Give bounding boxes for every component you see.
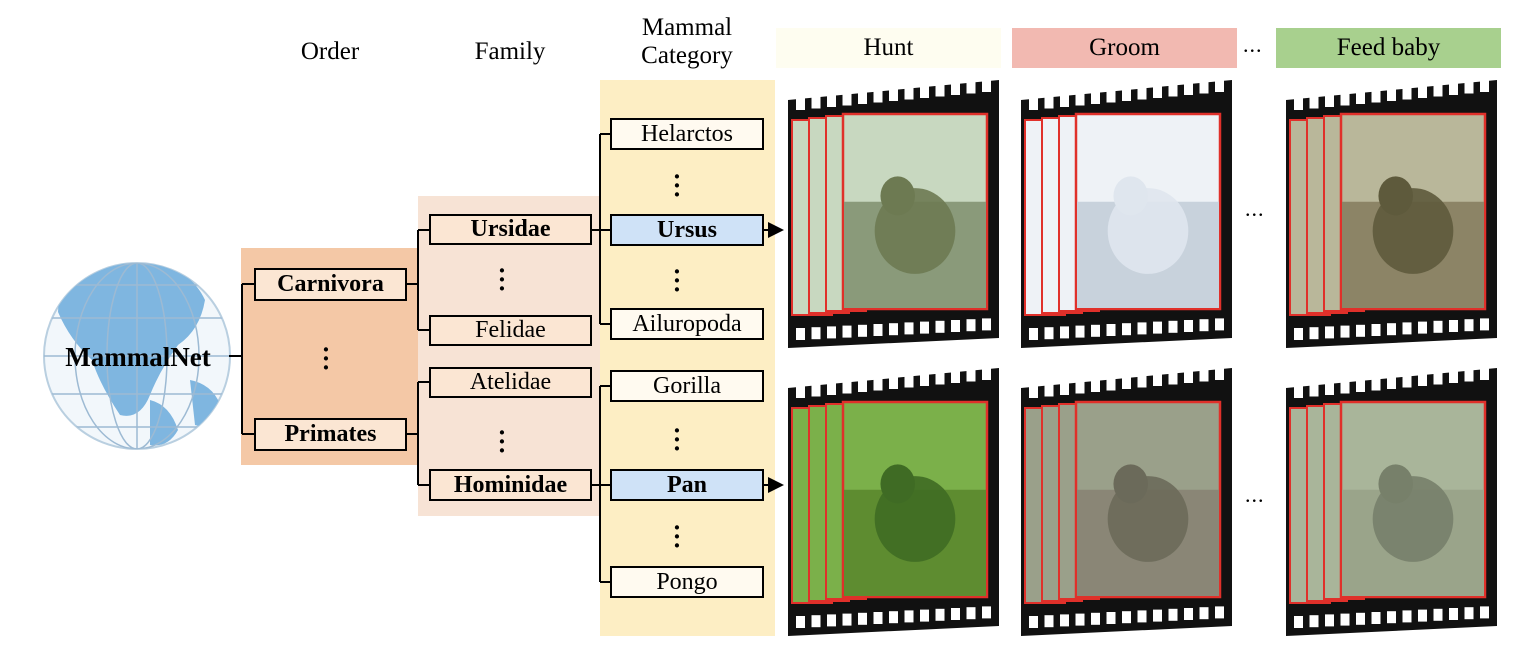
video-ellipsis-bottom: ... xyxy=(1245,482,1265,507)
behavior-ellipsis: ... xyxy=(1243,32,1263,57)
header-family: Family xyxy=(474,38,546,65)
order-primates: Primates xyxy=(254,418,407,451)
film-strip-icon xyxy=(1021,368,1232,636)
root-label: MammalNet xyxy=(65,342,211,372)
video-ellipsis-top: ... xyxy=(1245,196,1265,221)
behavior-header-hunt: Hunt xyxy=(776,28,1001,68)
category-pongo: Pongo xyxy=(610,566,764,598)
category-vertical-ellipsis-2: ··· xyxy=(672,257,682,304)
behavior-header-groom: Groom xyxy=(1012,28,1237,68)
family-vertical-ellipsis-1: ··· xyxy=(497,256,507,303)
category-ursus: Ursus xyxy=(610,214,764,246)
film-strip-icon xyxy=(1286,80,1497,348)
family-hominidae: Hominidae xyxy=(429,469,592,501)
category-gorilla: Gorilla xyxy=(610,370,764,402)
family-felidae: Felidae xyxy=(429,315,592,346)
category-vertical-ellipsis-3: ··· xyxy=(672,416,682,463)
film-strip-icon xyxy=(1021,80,1232,348)
category-pan: Pan xyxy=(610,469,764,501)
header-mammal-category: Mammal Category xyxy=(641,14,733,69)
behavior-header-feed-baby: Feed baby xyxy=(1276,28,1501,68)
family-band xyxy=(418,196,600,516)
order-vertical-ellipsis: ··· xyxy=(321,335,331,382)
order-carnivora: Carnivora xyxy=(254,268,407,301)
category-ailuropoda: Ailuropoda xyxy=(610,308,764,340)
film-strip-icon xyxy=(1286,368,1497,636)
category-vertical-ellipsis-1: ··· xyxy=(672,162,682,209)
category-helarctos: Helarctos xyxy=(610,118,764,150)
film-strip-icon xyxy=(788,80,999,348)
category-band xyxy=(600,80,775,636)
family-ursidae: Ursidae xyxy=(429,214,592,245)
family-atelidae: Atelidae xyxy=(429,367,592,398)
category-vertical-ellipsis-4: ··· xyxy=(672,513,682,560)
header-order: Order xyxy=(300,38,360,65)
film-strip-icon xyxy=(788,368,999,636)
family-vertical-ellipsis-2: ··· xyxy=(497,418,507,465)
globe-icon xyxy=(43,262,231,450)
